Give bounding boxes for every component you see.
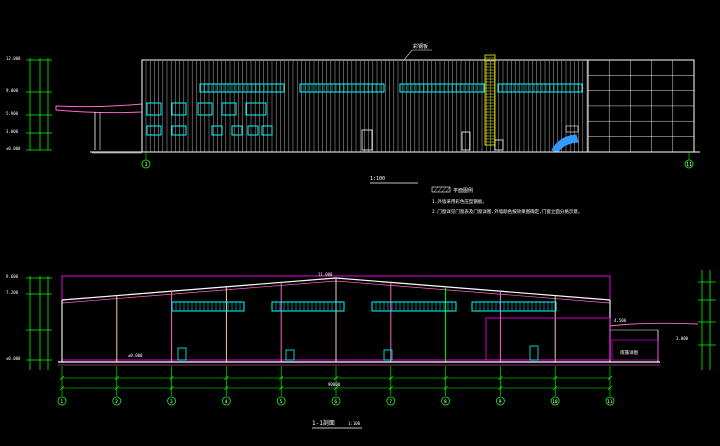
axis-label: 11: [607, 399, 613, 405]
section-scale-label: 1:100: [348, 421, 361, 426]
axis-label: 11: [686, 162, 692, 168]
axis-label: 4: [225, 399, 228, 405]
axis-circle: [605, 396, 615, 406]
note-line-2: 2.门窗详见门窗表及门窗详图,外墙颜色按效果图确定,门窗立面分格示意。: [432, 208, 582, 215]
axis-circle: [550, 396, 560, 406]
axis-label: 7: [389, 399, 392, 405]
floor-level-label: ±0.000: [128, 353, 143, 358]
entrance-canopy: [551, 134, 579, 153]
elevation-level-label: 3.000: [6, 129, 19, 134]
axis-label: 8: [444, 399, 447, 405]
section-view: 9.600 7.200 ±0.000 11.000: [6, 270, 716, 429]
section-axis-markers: 1 2 3 4 5 6 7 8 9 10 11: [57, 396, 615, 406]
elevation-level-label: ±0.000: [6, 146, 21, 151]
axis-circle: [441, 396, 451, 406]
facade-panel-lines: [145, 61, 588, 152]
axis-label: 1: [145, 162, 148, 168]
section-window-bands: [171, 301, 557, 312]
dimension-total: 90000: [328, 382, 341, 387]
annex-level-label-2: 3.000: [676, 336, 689, 341]
axis-label: 5: [280, 399, 283, 405]
axis-label: 10: [552, 399, 558, 405]
axis-circle: [112, 396, 122, 406]
elevation-level-label: 5.900: [6, 111, 19, 116]
callout-leader: [403, 49, 432, 61]
axis-label: 3: [170, 399, 173, 405]
axis-circle: [331, 396, 341, 406]
annex-level-label: 4.500: [614, 318, 627, 323]
section-level-label: 9.600: [6, 274, 19, 279]
axis-circle: [57, 396, 67, 406]
legend-hatch-swatch: [431, 186, 451, 193]
legend-label: 平面图例: [453, 187, 473, 194]
ridge-label: 11.000: [318, 272, 333, 277]
notes-block: 平面图例 1.外墙采用彩色压型钢板。 2.门窗详见门窗表及门窗详图,外墙颜色按效…: [431, 186, 582, 215]
internal-block: [485, 317, 611, 361]
elevation-axis-markers: 1 11: [141, 152, 694, 169]
elevation-view: 12.000 9.000 5.900 3.000 ±0.000: [6, 43, 700, 184]
axis-circle: [495, 396, 505, 406]
callout-label: 彩钢板: [413, 43, 428, 50]
facade-doors: [361, 129, 504, 151]
stair-tower: [484, 54, 496, 146]
elevation-scale-label: 1:100: [370, 176, 385, 182]
office-windows: [146, 102, 273, 136]
axis-circle: [141, 159, 151, 169]
section-level-ruler-left: [26, 276, 52, 370]
section-doors: [177, 345, 539, 361]
axis-circle: [276, 396, 286, 406]
section-annex: [609, 322, 699, 362]
section-level-ruler-right: [698, 270, 716, 370]
annex-label: 雨篷详图: [620, 349, 638, 356]
elevation-level-ruler: [26, 58, 52, 151]
axis-label: 1: [60, 399, 63, 405]
axis-circle: [684, 159, 694, 169]
section-level-label: 7.200: [6, 290, 19, 295]
note-line-1: 1.外墙采用彩色压型钢板。: [432, 198, 487, 205]
section-title: 1-1剖面: [312, 419, 335, 427]
axis-circle: [221, 396, 231, 406]
section-level-label: ±0.000: [6, 356, 21, 361]
high-window-bands: [199, 83, 583, 93]
axis-circle: [386, 396, 396, 406]
axis-label: 9: [499, 399, 502, 405]
elevation-level-label: 12.000: [6, 56, 21, 61]
elevation-level-label: 9.000: [6, 88, 19, 93]
axis-label: 2: [115, 399, 118, 405]
axis-label: 6: [334, 399, 337, 405]
axis-circle: [167, 396, 177, 406]
